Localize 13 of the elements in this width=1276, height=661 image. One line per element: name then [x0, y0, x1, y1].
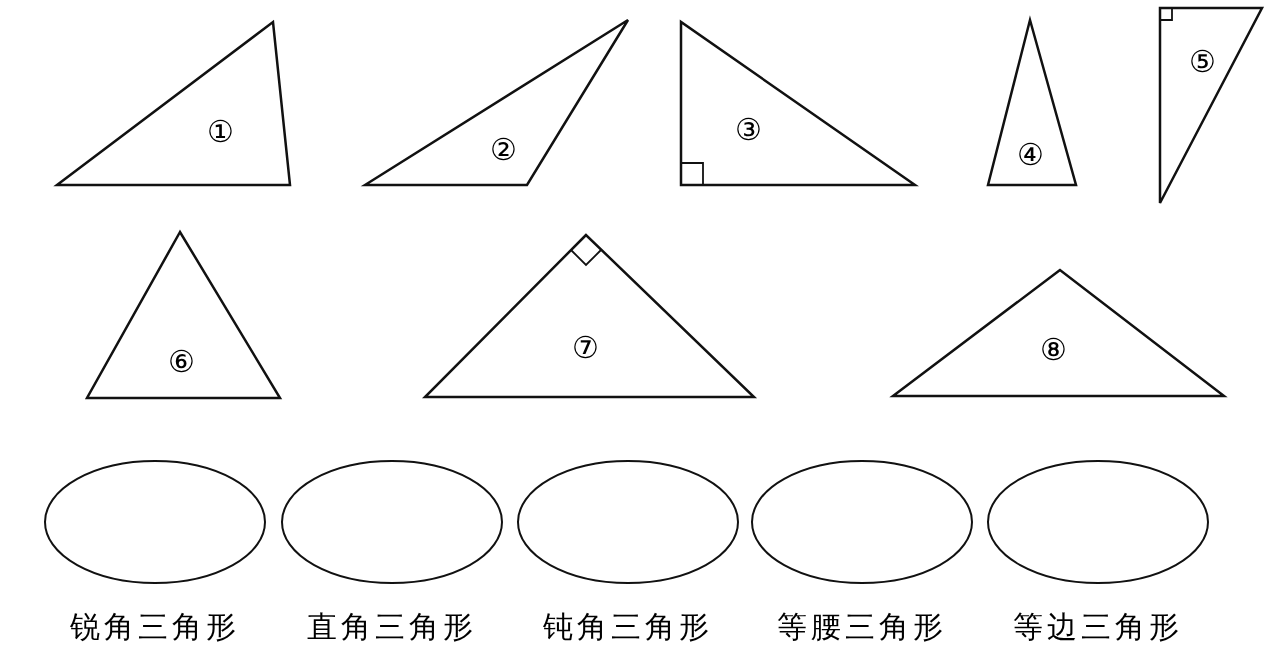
circled-number: ⑦ [571, 333, 599, 363]
circled-number: ① [206, 117, 234, 147]
category-caption: 等腰三角形 [777, 610, 947, 644]
circled-number: ⑤ [1188, 47, 1216, 77]
category-caption: 钝角三角形 [543, 610, 713, 644]
category-caption: 等边三角形 [1013, 610, 1183, 644]
circled-number: ③ [734, 115, 762, 145]
category-caption: 锐角三角形 [70, 610, 240, 644]
circled-number: ④ [1016, 140, 1044, 170]
circled-number: ⑥ [167, 347, 195, 377]
category-caption: 直角三角形 [307, 610, 477, 644]
circled-number: ② [489, 135, 517, 165]
circled-number: ⑧ [1039, 335, 1067, 365]
